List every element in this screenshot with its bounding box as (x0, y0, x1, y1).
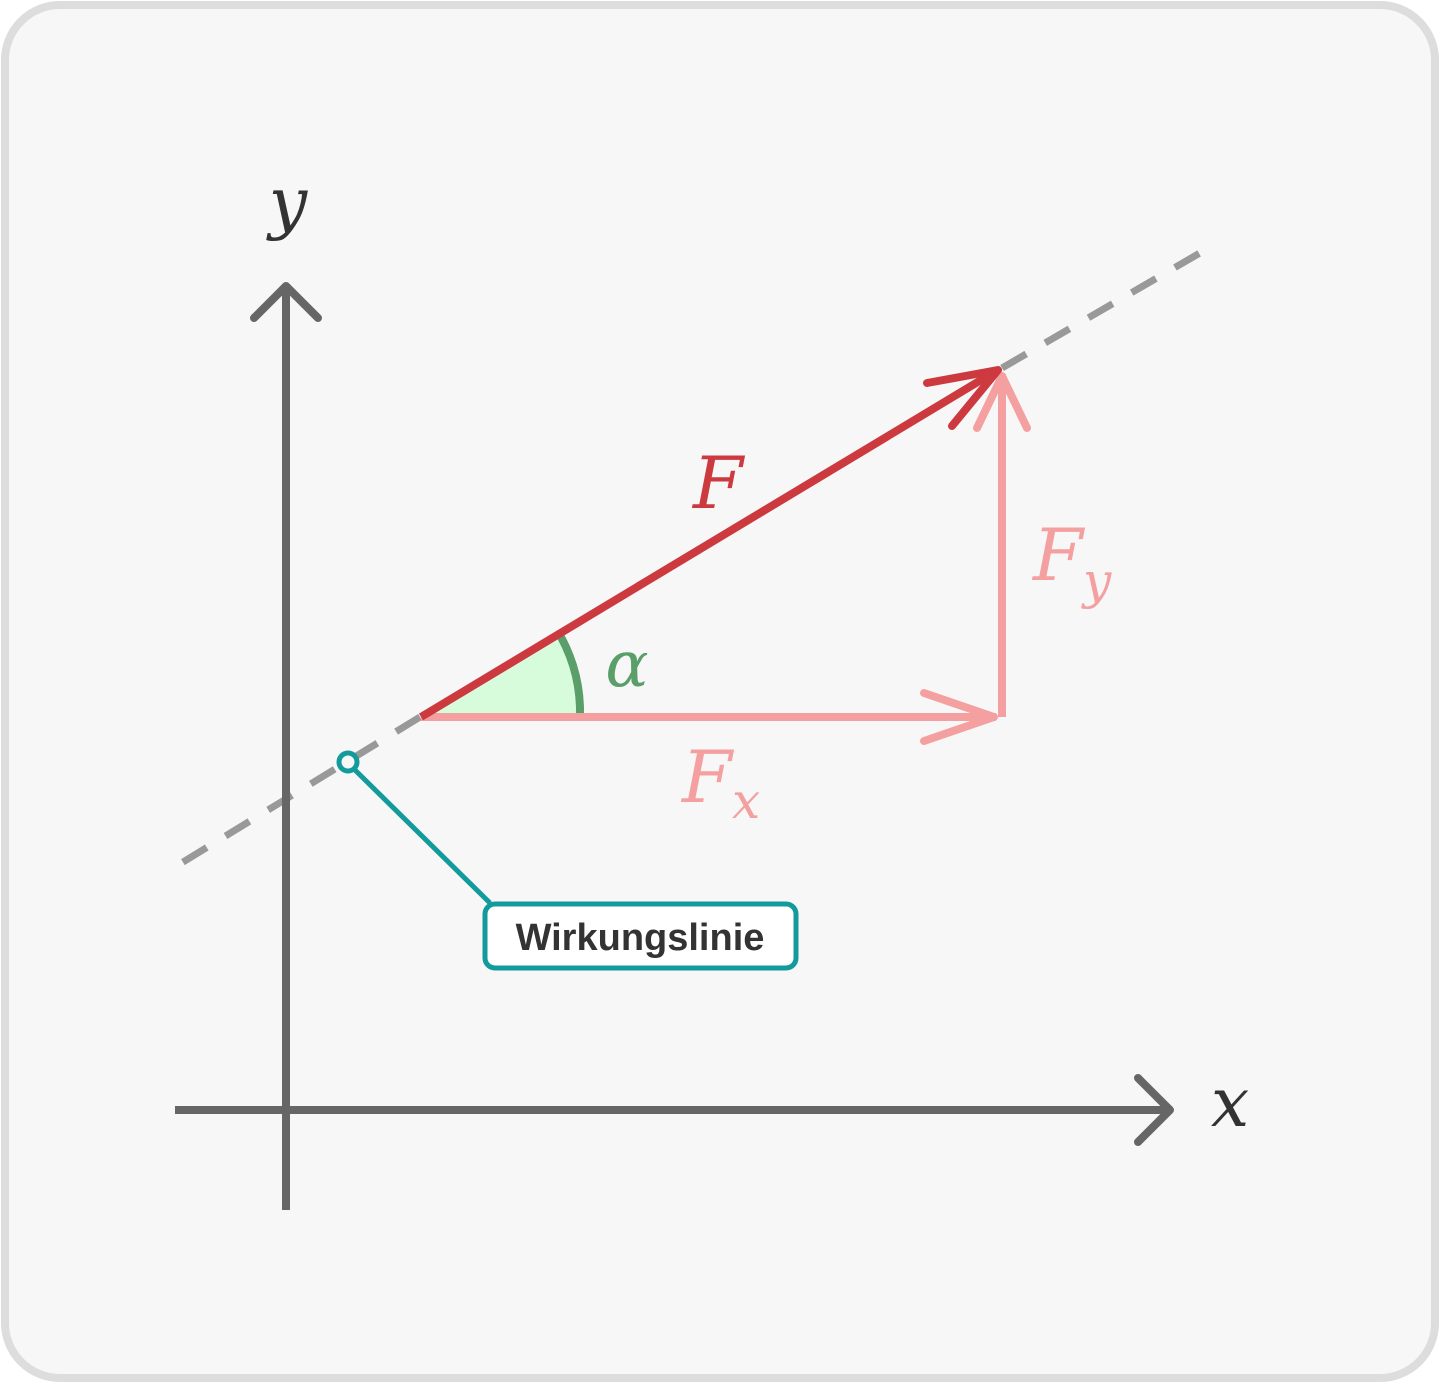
fx-label-base: F (680, 735, 735, 819)
fy-component-vector (973, 372, 1031, 717)
callout-box (482, 901, 799, 971)
x-axis (175, 1074, 1174, 1146)
force-label: F (691, 441, 746, 525)
fx-label: Fx (680, 735, 760, 830)
angle-arc (557, 635, 585, 718)
y-axis-label: y (266, 164, 309, 243)
force-vector-f (418, 366, 1002, 721)
y-axis (250, 282, 322, 1210)
callout-leader (353, 768, 492, 905)
fx-label-subscript: x (732, 772, 760, 830)
angle-label: α (605, 628, 648, 702)
line-of-action-callout: Wirkungslinie (336, 750, 799, 971)
callout-label: Wirkungslinie (516, 917, 765, 959)
y-axis-arrowhead (250, 282, 322, 322)
fy-label: Fy (1031, 513, 1112, 610)
fx-component-vector (421, 689, 998, 745)
fy-label-subscript: y (1081, 552, 1112, 610)
x-axis-arrowhead (1134, 1074, 1174, 1146)
line-of-action-upper (1000, 246, 1207, 372)
x-axis-label: x (1211, 1064, 1249, 1143)
callout-point (336, 750, 360, 774)
fy-label-base: F (1031, 513, 1086, 597)
